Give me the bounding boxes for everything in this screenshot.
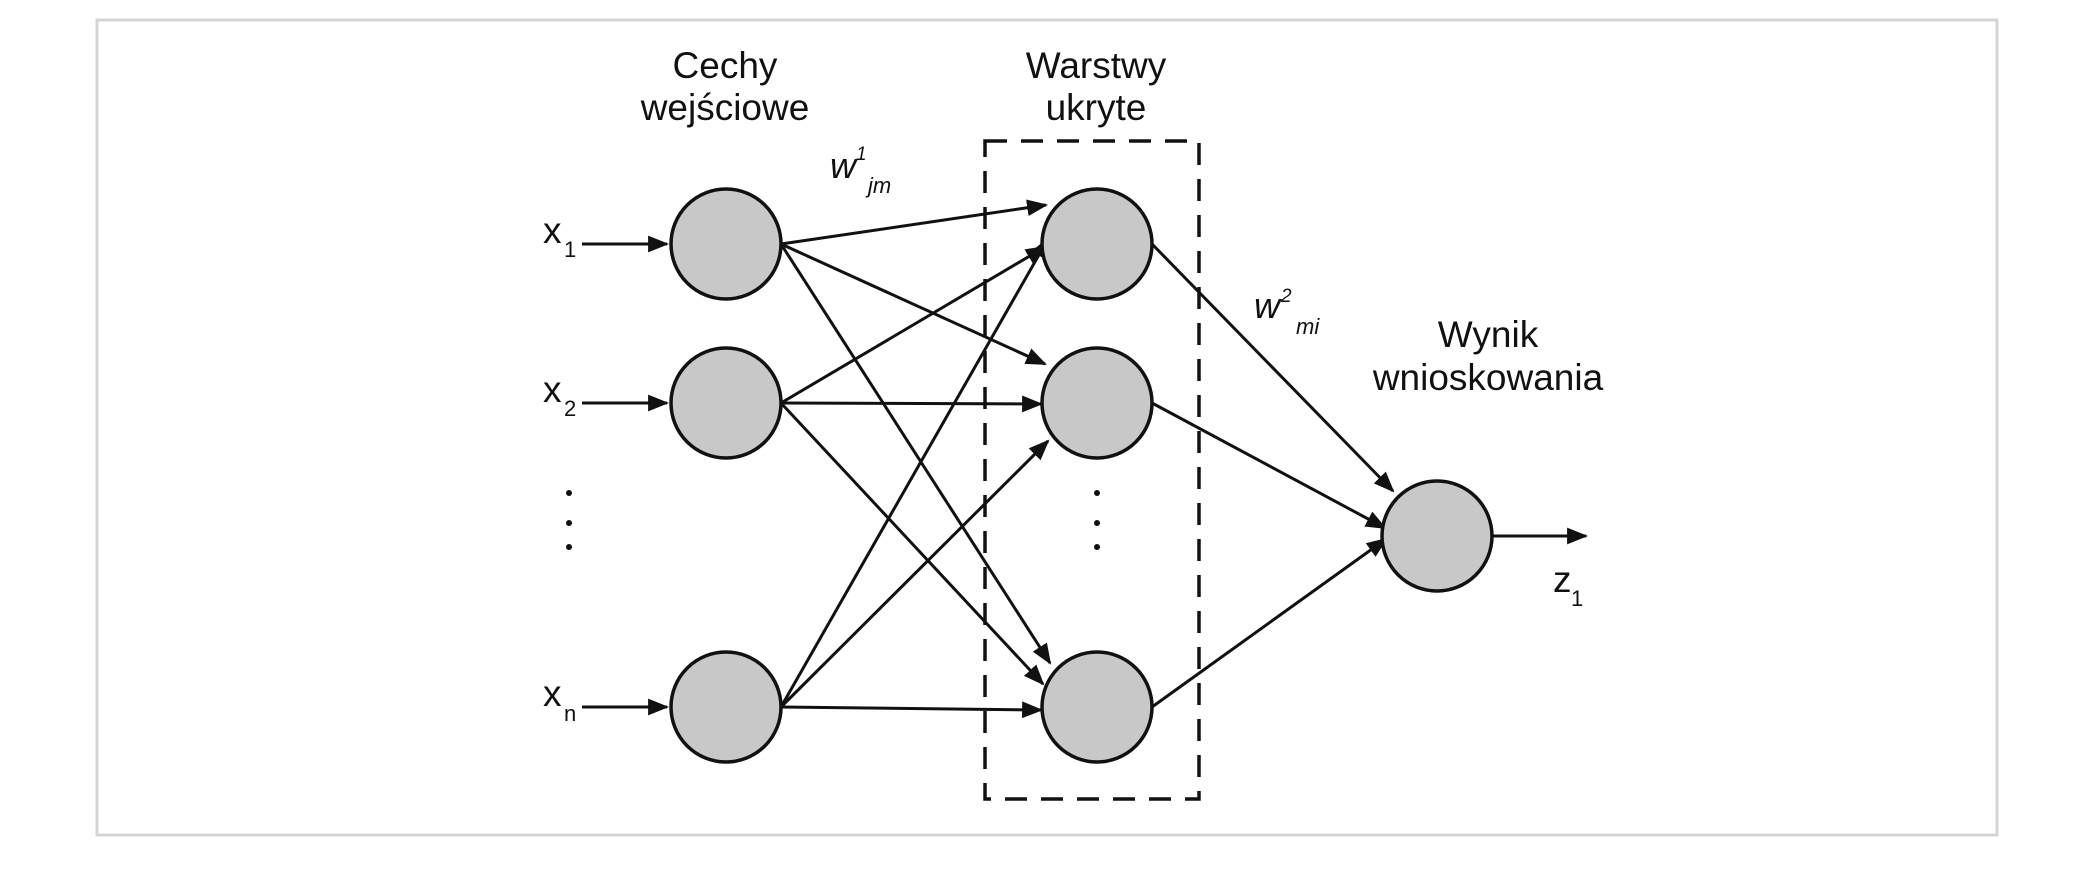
input-label-n: x n: [543, 673, 576, 726]
input-node-2: [669, 346, 783, 460]
edge-h3-o: [1151, 537, 1388, 709]
edge-h1-o: [1150, 242, 1395, 493]
input-label-2-sub: 2: [564, 396, 576, 421]
input-ellipsis: [566, 490, 572, 550]
output-title-line2: wnioskowania: [1372, 357, 1604, 398]
hidden-output-connections: [1150, 242, 1395, 709]
hidden-ellipsis-dot-2: [1094, 520, 1100, 526]
edge-in-h1: [779, 237, 1050, 708]
output-label-sub: 1: [1571, 586, 1583, 611]
input-title-line1: Cechy: [673, 45, 778, 86]
w1-base: w: [830, 145, 858, 186]
input-node-1: [669, 187, 783, 301]
w2-base: w: [1254, 285, 1282, 326]
edge-i2-h3: [779, 401, 1045, 686]
hidden-title-line1: Warstwy: [1026, 45, 1167, 86]
input-label-2: x 2: [543, 369, 576, 421]
w1-sub: jm: [865, 173, 891, 198]
hidden-node-2: [1040, 346, 1154, 460]
hidden-ellipsis: [1094, 490, 1100, 550]
edge-i1-h1: [780, 199, 1049, 246]
input-label-1: x 1: [543, 210, 576, 262]
hidden-ellipsis-dot-1: [1094, 490, 1100, 496]
figure-frame: [95, 18, 1999, 837]
edge-i2-h1: [780, 245, 1047, 405]
hidden-layer-box: [983, 139, 1201, 801]
hidden-node-1: [1040, 187, 1154, 301]
edge-i2-h2: [780, 395, 1044, 413]
output-label-var: z: [1553, 559, 1572, 600]
hidden-node-m: [1040, 650, 1154, 764]
output-node: [1380, 479, 1494, 593]
input-node-n: [669, 650, 783, 764]
input-label-n-var: x: [543, 673, 562, 714]
input-hidden-connections: [779, 199, 1052, 719]
edge-i1-h2: [780, 242, 1047, 366]
edge-i1-h3: [779, 243, 1052, 665]
input-label-n-sub: n: [564, 701, 576, 726]
input-ellipsis-dot-1: [566, 490, 572, 496]
input-title-line2: wejściowe: [640, 87, 810, 128]
input-ellipsis-dot-2: [566, 520, 572, 526]
edge-in-h2: [779, 439, 1050, 709]
edge-h2-o: [1151, 401, 1387, 530]
input-label-1-var: x: [543, 210, 562, 251]
w2-sup: 2: [1280, 286, 1292, 307]
w2-sub: mi: [1296, 314, 1320, 339]
weight-label-w1: w 1 jm: [830, 144, 891, 198]
output-title-line1: Wynik: [1438, 314, 1539, 355]
edge-in-h3: [780, 701, 1044, 719]
weight-label-w2: w 2 mi: [1254, 285, 1320, 339]
output-label: z 1: [1553, 559, 1583, 611]
input-ellipsis-dot-3: [566, 544, 572, 550]
hidden-ellipsis-dot-3: [1094, 544, 1100, 550]
hidden-title-line2: ukryte: [1046, 87, 1147, 128]
input-label-2-var: x: [543, 369, 562, 410]
input-label-1-sub: 1: [564, 237, 576, 262]
w1-sup: 1: [856, 144, 867, 165]
